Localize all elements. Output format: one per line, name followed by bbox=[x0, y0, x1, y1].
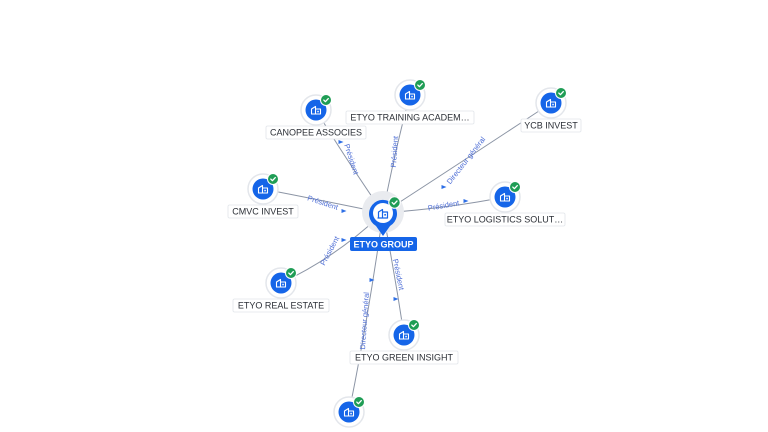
node-label: ETYO TRAINING ACADEM… bbox=[350, 113, 469, 123]
edge-label: Président bbox=[318, 234, 341, 267]
edge-label: Président bbox=[342, 143, 361, 177]
node-label: YCB INVEST bbox=[524, 121, 578, 131]
node-label: CANOPEE ASSOCIES bbox=[270, 128, 362, 138]
center-node[interactable]: ETYO GROUP bbox=[350, 191, 417, 251]
company-icon bbox=[310, 105, 322, 115]
node-label-box bbox=[349, 350, 459, 365]
edge-label: Président bbox=[391, 258, 407, 292]
node-label-box bbox=[232, 298, 330, 313]
center-label-box bbox=[350, 237, 417, 251]
node-label-box bbox=[520, 118, 582, 133]
company-icon bbox=[398, 330, 410, 340]
node-ycb[interactable]: YCB INVEST bbox=[520, 87, 582, 133]
center-label: ETYO GROUP bbox=[353, 239, 413, 249]
edge-label: Directeur général bbox=[445, 135, 488, 186]
node-canopee[interactable]: CANOPEE ASSOCIES bbox=[265, 94, 367, 140]
node-bottom[interactable] bbox=[333, 396, 365, 428]
node-label-box bbox=[265, 125, 367, 140]
verified-check-icon bbox=[408, 319, 420, 331]
edge-label: Directeur général bbox=[358, 291, 371, 349]
company-icon bbox=[343, 407, 355, 417]
company-icon bbox=[499, 192, 511, 202]
edge-line bbox=[382, 102, 552, 214]
edge-label: Président bbox=[427, 198, 461, 213]
node-label: CMVC INVEST bbox=[232, 207, 294, 217]
verified-check-icon bbox=[388, 196, 401, 209]
company-icon bbox=[545, 98, 557, 108]
node-cmvc[interactable]: CMVC INVEST bbox=[227, 173, 299, 219]
edge-label: Président bbox=[389, 135, 400, 168]
node-realestate[interactable]: ETYO REAL ESTATE bbox=[232, 267, 330, 313]
node-label-box bbox=[444, 212, 566, 227]
node-green[interactable]: ETYO GREEN INSIGHT bbox=[349, 319, 459, 365]
verified-check-icon bbox=[320, 94, 332, 106]
company-icon bbox=[257, 184, 269, 194]
edge-arrow bbox=[463, 199, 469, 203]
nodes-layer: CANOPEE ASSOCIES ETYO TRAINING ACADEM… YCB… bbox=[227, 79, 582, 428]
verified-check-icon bbox=[267, 173, 279, 185]
company-icon bbox=[377, 208, 389, 219]
node-label: ETYO REAL ESTATE bbox=[238, 301, 324, 311]
node-training[interactable]: ETYO TRAINING ACADEM… bbox=[345, 79, 475, 125]
edge-arrow bbox=[369, 278, 375, 282]
node-label-box bbox=[345, 110, 475, 125]
verified-check-icon bbox=[285, 267, 297, 279]
verified-check-icon bbox=[353, 396, 365, 408]
edge-arrow bbox=[341, 238, 347, 242]
verified-check-icon bbox=[414, 79, 426, 91]
verified-check-icon bbox=[509, 181, 521, 193]
edge-arrow bbox=[338, 140, 344, 144]
node-label: ETYO GREEN INSIGHT bbox=[355, 353, 454, 363]
node-logistics[interactable]: ETYO LOGISTICS SOLUT… bbox=[444, 181, 566, 227]
edge-label: Président bbox=[306, 193, 340, 212]
node-label-box bbox=[227, 204, 299, 219]
edge-arrow bbox=[393, 297, 399, 301]
node-label: ETYO LOGISTICS SOLUT… bbox=[447, 215, 564, 225]
edge-arrow bbox=[441, 185, 447, 189]
company-icon bbox=[275, 278, 287, 288]
edge-arrow bbox=[341, 209, 347, 213]
verified-check-icon bbox=[555, 87, 567, 99]
company-icon bbox=[404, 90, 416, 100]
